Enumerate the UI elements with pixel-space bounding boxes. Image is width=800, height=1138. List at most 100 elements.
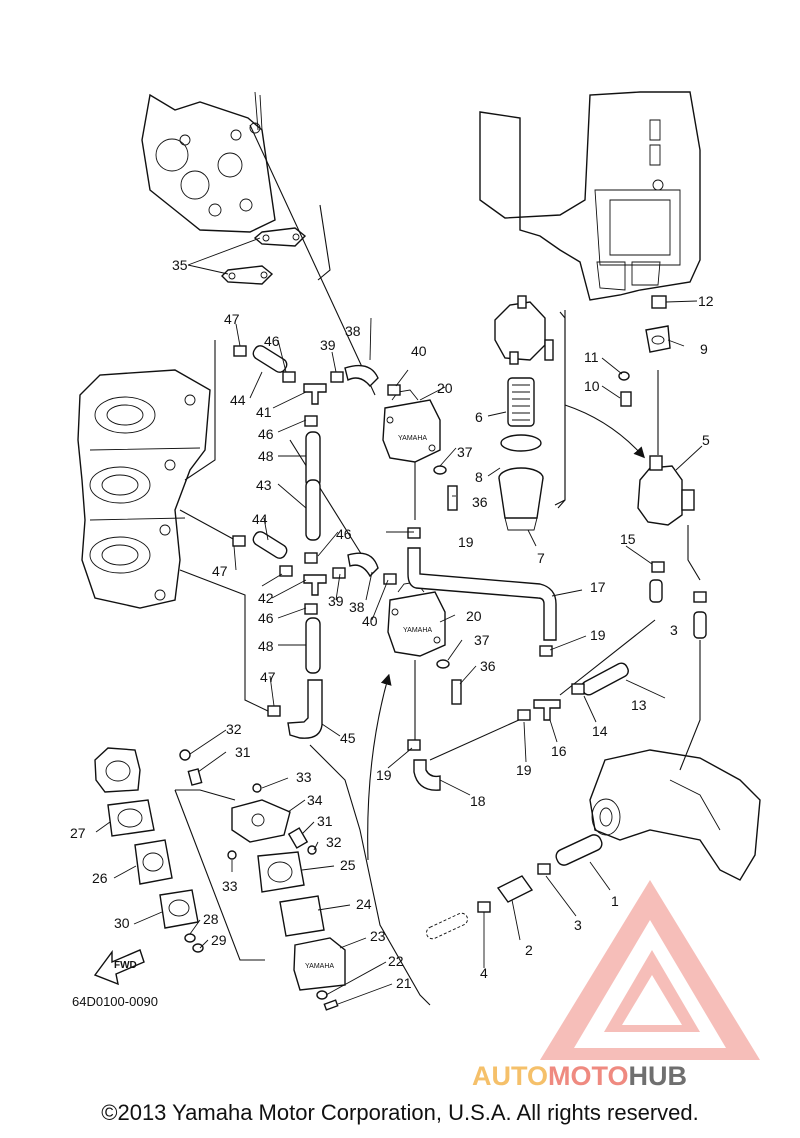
callout-34: 34 bbox=[307, 792, 323, 808]
callout-42: 42 bbox=[258, 590, 274, 606]
screw-33-upper bbox=[252, 783, 262, 793]
callout-33-lower: 33 bbox=[222, 878, 238, 894]
hose-48-lower bbox=[305, 617, 321, 674]
callout-14: 14 bbox=[592, 723, 608, 739]
callout-39-upper: 39 bbox=[320, 337, 336, 353]
hose-routing-lines bbox=[174, 124, 701, 1006]
watermark-text: AUTOMOTOHUB bbox=[472, 1061, 687, 1091]
callout-7: 7 bbox=[537, 550, 545, 566]
hose-clips bbox=[232, 345, 707, 913]
screw-32-lower bbox=[307, 845, 317, 855]
callout-33-upper: 33 bbox=[296, 769, 312, 785]
gasket-30 bbox=[159, 889, 199, 929]
callout-10: 10 bbox=[584, 378, 600, 394]
callout-47-lower: 47 bbox=[260, 669, 276, 685]
tee-joint-42 bbox=[303, 574, 327, 596]
tee-joint-41 bbox=[303, 383, 327, 405]
callout-39-lower: 39 bbox=[328, 593, 344, 609]
callout-17: 17 bbox=[590, 579, 606, 595]
callout-36-lower: 36 bbox=[480, 658, 496, 674]
callout-8: 8 bbox=[475, 469, 483, 485]
callout-5: 5 bbox=[702, 432, 710, 448]
callout-4: 4 bbox=[480, 965, 488, 981]
callout-48-lower: 48 bbox=[258, 638, 274, 654]
callout-36-upper: 36 bbox=[472, 494, 488, 510]
drawing-code: 64D0100-0090 bbox=[72, 994, 158, 1009]
callout-11: 11 bbox=[584, 349, 599, 365]
copyright-notice: ©2013 Yamaha Motor Corporation, U.S.A. A… bbox=[101, 1100, 699, 1125]
fuel-joint-5 bbox=[637, 455, 695, 526]
washer-37-lower bbox=[436, 659, 450, 669]
callout-13: 13 bbox=[631, 697, 647, 713]
hose-1 bbox=[555, 834, 603, 866]
callout-30: 30 bbox=[114, 915, 130, 931]
gasket-27 bbox=[107, 799, 155, 837]
callout-38-lower: 38 bbox=[349, 599, 365, 615]
hose-13 bbox=[581, 662, 629, 696]
callout-21: 21 bbox=[396, 975, 412, 991]
callout-37-upper: 37 bbox=[457, 444, 473, 460]
connector-2 bbox=[496, 875, 534, 903]
callout-47-middle: 47 bbox=[212, 563, 228, 579]
filter-cup-7 bbox=[498, 467, 544, 531]
hose-43 bbox=[305, 479, 321, 541]
nut-12 bbox=[651, 295, 667, 309]
gasket-35-upper bbox=[253, 227, 307, 247]
callout-26: 26 bbox=[92, 870, 108, 886]
lower-engine-casting bbox=[589, 749, 761, 881]
screw-21 bbox=[323, 999, 339, 1011]
callout-46-a: 46 bbox=[264, 333, 280, 349]
callout-32-upper: 32 bbox=[226, 721, 242, 737]
watermark-hub: HUB bbox=[629, 1061, 688, 1091]
callout-45: 45 bbox=[340, 730, 356, 746]
callout-47-upper: 47 bbox=[224, 311, 240, 327]
callout-31-lower: 31 bbox=[317, 813, 333, 829]
callout-48-upper: 48 bbox=[258, 448, 274, 464]
clamp-9 bbox=[645, 325, 671, 353]
callout-19-d: 19 bbox=[376, 767, 392, 783]
washer-37-upper bbox=[433, 465, 447, 475]
callout-40-upper: 40 bbox=[411, 343, 427, 359]
diaphragm-26 bbox=[134, 839, 173, 885]
screw-33-lower bbox=[227, 850, 237, 860]
hose-45 bbox=[287, 679, 323, 739]
callout-46-d: 46 bbox=[258, 610, 274, 626]
intake-manifold-upper bbox=[141, 91, 276, 233]
fuel-filter-head bbox=[494, 295, 554, 365]
callout-41: 41 bbox=[256, 404, 272, 420]
callout-23: 23 bbox=[370, 928, 386, 944]
callout-19-a: 19 bbox=[458, 534, 474, 550]
filter-group-bracket bbox=[557, 311, 566, 509]
gasket-25 bbox=[257, 851, 305, 893]
pump-brand-upper: YAMAHA bbox=[398, 435, 427, 442]
fwd-arrow: FWD bbox=[93, 949, 145, 986]
screw-32-upper bbox=[179, 749, 191, 761]
callout-15: 15 bbox=[620, 531, 636, 547]
callout-40-lower: 40 bbox=[362, 613, 378, 629]
fitting-31-lower bbox=[287, 827, 309, 849]
joint-16 bbox=[533, 699, 561, 721]
callout-20-upper: 20 bbox=[437, 380, 453, 396]
spring-28 bbox=[184, 933, 196, 943]
assembly-arrow-right bbox=[564, 404, 645, 459]
callout-9: 9 bbox=[700, 341, 708, 357]
hose-17 bbox=[407, 547, 557, 641]
gasket-35-lower bbox=[221, 265, 274, 285]
pump-cover-27-top bbox=[94, 747, 141, 793]
callout-25: 25 bbox=[340, 857, 356, 873]
assembly-arrow-up bbox=[367, 673, 392, 861]
callout-38-upper: 38 bbox=[345, 323, 361, 339]
watermark-moto: MOTO bbox=[548, 1061, 629, 1091]
callout-19-b: 19 bbox=[590, 627, 606, 643]
callout-19-c: 19 bbox=[516, 762, 532, 778]
fwd-label: FWD bbox=[114, 960, 137, 971]
callout-46-c: 46 bbox=[336, 526, 352, 542]
washer-29 bbox=[192, 943, 204, 953]
leader-lines bbox=[95, 237, 703, 1005]
fuel-filter-element-6 bbox=[507, 377, 535, 427]
callout-46-b: 46 bbox=[258, 426, 274, 442]
bolt-36-lower bbox=[451, 679, 462, 705]
callout-12: 12 bbox=[698, 293, 714, 309]
callout-2: 2 bbox=[525, 942, 533, 958]
